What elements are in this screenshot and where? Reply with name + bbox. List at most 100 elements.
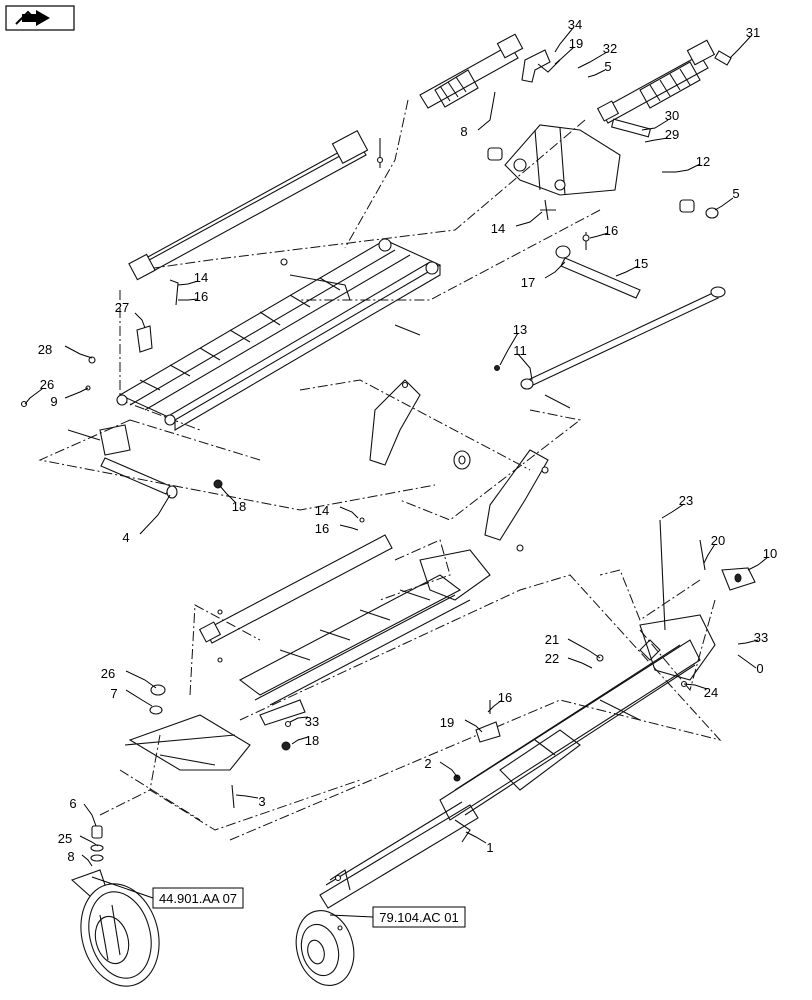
reference-leader bbox=[329, 914, 374, 918]
callout-number: 8 bbox=[460, 124, 467, 139]
callout-c10: 10 bbox=[747, 546, 777, 571]
leader-line bbox=[517, 353, 533, 381]
callout-c34: 34 bbox=[554, 17, 582, 53]
leader-line bbox=[587, 69, 606, 78]
leader-line bbox=[465, 831, 487, 844]
leader-line bbox=[81, 854, 93, 867]
callout-c14a: 14 bbox=[491, 211, 543, 236]
callout-c31: 31 bbox=[729, 25, 760, 59]
callout-c18b: 18 bbox=[291, 733, 319, 748]
left-pivot-parts bbox=[20, 356, 223, 499]
leader-line bbox=[291, 736, 309, 745]
section-arrow-icon[interactable] bbox=[5, 5, 75, 31]
leader-line bbox=[477, 91, 496, 131]
leader-line bbox=[439, 761, 459, 779]
callout-c17: 17 bbox=[521, 261, 566, 290]
callout-number: 5 bbox=[732, 186, 739, 201]
leader-line bbox=[703, 543, 716, 564]
leader-line bbox=[177, 280, 199, 286]
reference-code[interactable]: 44.901.AA 07 bbox=[159, 891, 237, 906]
callout-c20: 20 bbox=[703, 533, 725, 564]
callout-number: 4 bbox=[122, 530, 129, 545]
callout-number: 6 bbox=[69, 796, 76, 811]
wheel-right bbox=[295, 869, 355, 986]
reference-leader bbox=[91, 876, 154, 899]
callout-number: 25 bbox=[58, 831, 72, 846]
callout-c6: 6 bbox=[69, 796, 97, 827]
callout-number: 7 bbox=[110, 686, 117, 701]
leader-line bbox=[577, 51, 608, 69]
callout-c16b: 16 bbox=[178, 289, 208, 304]
reference-layer: 44.901.AA 07 79.104.AC 01 bbox=[91, 876, 466, 928]
leader-line bbox=[339, 506, 359, 519]
leader-line bbox=[554, 27, 574, 53]
callout-c7: 7 bbox=[110, 686, 153, 707]
callout-c5a: 5 bbox=[587, 59, 612, 78]
middle-frame bbox=[198, 517, 491, 726]
callout-c16c: 16 bbox=[315, 521, 359, 536]
reference-link-ref2[interactable]: 79.104.AC 01 bbox=[372, 906, 466, 928]
callout-number: 14 bbox=[194, 270, 208, 285]
callout-c19b: 19 bbox=[440, 715, 483, 733]
callout-number: 31 bbox=[746, 25, 760, 40]
leader-line bbox=[83, 803, 97, 827]
callout-c26b: 26 bbox=[101, 666, 157, 689]
callout-c26a: 26 bbox=[24, 377, 54, 405]
callout-c9: 9 bbox=[50, 387, 89, 409]
callout-number: 26 bbox=[40, 377, 54, 392]
callout-number: 10 bbox=[763, 546, 777, 561]
callout-c32: 32 bbox=[577, 41, 617, 69]
leader-line bbox=[644, 137, 669, 143]
leader-line bbox=[737, 639, 759, 645]
callout-number: 19 bbox=[440, 715, 454, 730]
callout-number: 29 bbox=[665, 127, 679, 142]
callout-number: 23 bbox=[679, 493, 693, 508]
callout-c16d: 16 bbox=[487, 690, 512, 713]
callout-c33a: 33 bbox=[737, 630, 768, 645]
leader-line bbox=[615, 265, 639, 277]
callout-c22: 22 bbox=[545, 651, 593, 669]
callout-c23: 23 bbox=[661, 493, 693, 519]
leader-line bbox=[24, 388, 43, 405]
callout-number: 26 bbox=[101, 666, 115, 681]
callout-number: 24 bbox=[704, 685, 718, 700]
callout-number: 9 bbox=[50, 394, 57, 409]
callout-number: 21 bbox=[545, 632, 559, 647]
right-drag-arm bbox=[319, 801, 479, 909]
leader-line bbox=[464, 719, 483, 733]
callout-number: 20 bbox=[711, 533, 725, 548]
leader-line bbox=[544, 261, 566, 279]
callout-number: 33 bbox=[305, 714, 319, 729]
leader-line bbox=[219, 485, 237, 504]
right-lower-frame bbox=[439, 519, 756, 843]
callout-c5b: 5 bbox=[714, 186, 740, 211]
caster-wheel-left bbox=[70, 869, 160, 987]
callout-c2: 2 bbox=[424, 756, 459, 779]
callout-c24: 24 bbox=[683, 683, 718, 700]
leader-line bbox=[641, 119, 669, 131]
leader-line bbox=[235, 794, 259, 799]
callout-number: 14 bbox=[315, 503, 329, 518]
reference-link-ref1[interactable]: 44.901.AA 07 bbox=[152, 887, 244, 909]
reference-code[interactable]: 79.104.AC 01 bbox=[379, 910, 459, 925]
callout-c27: 27 bbox=[115, 300, 146, 329]
assembly-outlines bbox=[38, 99, 722, 841]
callout-c11: 11 bbox=[513, 343, 533, 381]
callout-number: 8 bbox=[67, 849, 74, 864]
callout-number: 18 bbox=[305, 733, 319, 748]
callout-c21: 21 bbox=[545, 632, 601, 659]
callout-c16a: 16 bbox=[589, 223, 618, 239]
leader-line bbox=[289, 716, 309, 723]
leader-line bbox=[487, 699, 503, 713]
callout-number: 14 bbox=[491, 221, 505, 236]
callout-c8b: 8 bbox=[67, 849, 93, 867]
callout-number: 12 bbox=[696, 154, 710, 169]
leader-line bbox=[79, 835, 99, 847]
leader-line bbox=[499, 332, 519, 366]
callout-number: 32 bbox=[603, 41, 617, 56]
top-center-cylinder bbox=[419, 33, 561, 109]
leader-line bbox=[661, 503, 685, 519]
callout-number: 16 bbox=[315, 521, 329, 536]
link-rod bbox=[494, 286, 726, 409]
